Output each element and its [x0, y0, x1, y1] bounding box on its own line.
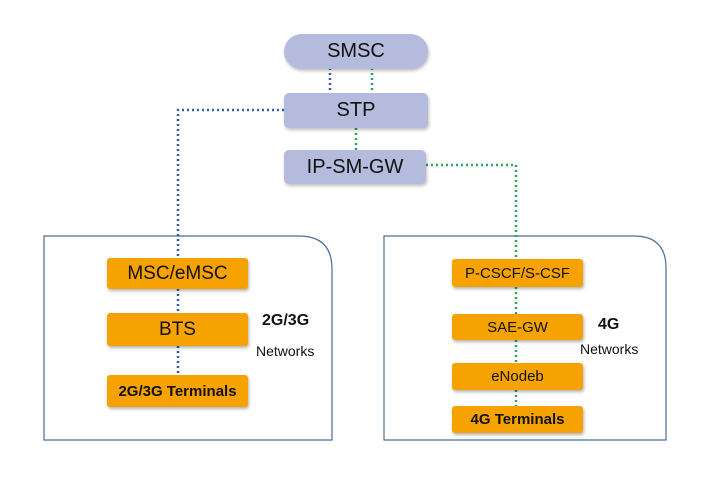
generation-label-4g: 4G — [598, 316, 620, 333]
panel-4g — [383, 235, 667, 441]
generation-label-2g3g: 2G/3G — [262, 312, 310, 329]
bts-node: BTS — [107, 313, 248, 346]
enodeb-node: eNodeb — [452, 363, 583, 390]
pcscf-node: P-CSCF/S-CSF — [452, 259, 583, 287]
ipsmgw-node: IP-SM-GW — [284, 150, 426, 184]
smsc-node: SMSC — [284, 34, 428, 69]
networks-label-4g: Networks — [580, 341, 639, 357]
panel-2g3g — [43, 235, 333, 441]
saegw-node: SAE-GW — [452, 314, 583, 340]
stp-node: STP — [284, 93, 428, 128]
terminals-2g3g-node: 2G/3G Terminals — [107, 375, 248, 407]
link-stp-msc — [176, 108, 284, 258]
msc-emsc-node: MSC/eMSC — [107, 258, 248, 289]
networks-label-2g3g: Networks — [256, 343, 315, 359]
link-ipsmgw-pcscf — [426, 163, 518, 259]
terminals-4g-node: 4G Terminals — [452, 406, 583, 433]
